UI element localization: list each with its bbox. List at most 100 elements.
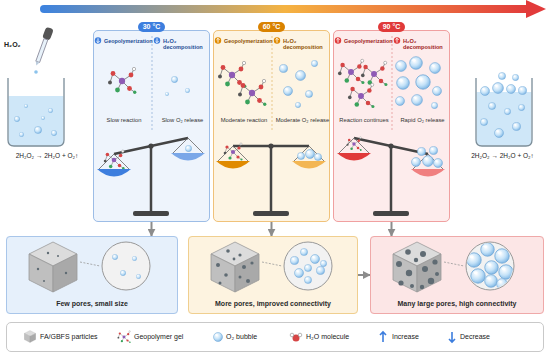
reagent-label: H₂O₂ [4, 41, 36, 49]
pore-box-3-art [396, 249, 439, 289]
panel-90-art [412, 158, 421, 167]
legend-icons [449, 332, 455, 342]
panel-30-art [171, 153, 205, 161]
temperature-badge: 60 °C [258, 22, 286, 32]
right-beaker [518, 104, 524, 110]
panel-60-art [216, 161, 250, 169]
legend-icons [214, 333, 223, 342]
pore-box-3-art [467, 253, 481, 267]
panel-90-art [394, 37, 400, 43]
legend-icons [380, 332, 386, 342]
right-beaker [518, 86, 526, 94]
pore-box-2-art [320, 260, 326, 266]
panel-90-art [348, 83, 374, 108]
pore-box-1-art [37, 268, 39, 270]
panel-90-art [417, 147, 425, 155]
panel-90-art [431, 102, 437, 108]
pore-box-3-art [396, 261, 402, 267]
pore-box-1-art [57, 255, 59, 257]
legend-entry: Geopolymer gel [134, 333, 183, 341]
panel-90-art [396, 97, 405, 106]
panel-60-art [224, 143, 243, 161]
release-caption: Rapid O₂ release [395, 117, 450, 124]
pore-structure-box: Few pores, small size [6, 236, 178, 314]
legend-entry: Increase [392, 333, 419, 341]
right-beaker [507, 85, 516, 94]
pore-box-3-art [398, 280, 403, 285]
panel-90-art [430, 63, 441, 74]
flow-arrow [391, 222, 393, 236]
pore-box-2-art [242, 265, 246, 269]
panel-90-art [338, 59, 364, 84]
pore-box-1-art [29, 242, 77, 292]
panel-90-art [423, 156, 434, 167]
right-beaker [498, 72, 505, 79]
panel-90-art [412, 95, 423, 106]
panel-60-art [268, 143, 273, 148]
release-caption: Moderate O₂ release [275, 117, 330, 124]
panel-60-art [213, 30, 330, 222]
panel-30-art [93, 30, 210, 222]
panel-60-art [279, 64, 287, 72]
droplet [34, 70, 38, 74]
panel-60-art [253, 211, 289, 216]
left-beaker [19, 132, 24, 137]
panel-60-art [274, 37, 280, 43]
left-beaker [8, 78, 64, 146]
pore-box-2-art [188, 236, 358, 314]
panel-90-art [336, 38, 339, 42]
flow-arrow [151, 222, 153, 236]
temperature-panel: 90 °CGeopolymerizationH₂O₂ decomposition… [333, 30, 450, 222]
panel-90-art [397, 77, 410, 90]
panel-30-art [104, 150, 125, 169]
legend-entry: FA/GBFS particles [40, 333, 98, 341]
legend-icons [24, 331, 36, 343]
panel-60-art [216, 38, 219, 42]
dropper [33, 27, 54, 67]
pore-box-2-art [284, 242, 332, 290]
right-beaker [512, 122, 520, 130]
release-caption: Slow O₂ release [155, 117, 210, 124]
pore-box-3-art [370, 236, 544, 314]
pore-box-1-art [6, 236, 178, 314]
flow-arrow [358, 274, 370, 276]
pore-box-3-art [422, 266, 428, 272]
legend-entry: O₂ bubble [226, 333, 257, 341]
panel-90-art [335, 37, 341, 43]
pore-box-2-art [300, 248, 307, 255]
panel-60-art [314, 153, 321, 160]
pore-box-1-art [80, 262, 100, 266]
temperature-panel: 30 °CGeopolymerizationH₂O₂ decomposition… [93, 30, 210, 222]
right-beaker [476, 72, 532, 146]
panel-90-art [434, 159, 443, 168]
structure-caption: Many large pores, high connectivity [375, 300, 539, 308]
pore-box-3-art [428, 278, 434, 284]
pore-box-2-art [238, 253, 241, 256]
panel-30-art [97, 169, 131, 177]
reaction-heading: Geopolymerization [224, 38, 273, 44]
pore-box-1-art [37, 252, 67, 282]
pore-box-3-art [499, 265, 513, 279]
pore-box-3-art [485, 261, 499, 275]
panel-90-art [396, 61, 407, 72]
pore-box-3-art [444, 262, 464, 266]
panel-60-art [284, 87, 293, 96]
legend-text: Decrease [460, 333, 490, 341]
dropper [36, 39, 48, 63]
pore-box-3-art [481, 243, 495, 257]
reaction-heading: Geopolymerization [104, 38, 153, 44]
equation: 2H₂O₂ → 2H₂O + O₂↑ [0, 152, 94, 159]
panel-30-art [171, 76, 177, 82]
structure-caption: Few pores, small size [11, 300, 173, 308]
legend-icons [290, 333, 294, 337]
pore-box-3-art [370, 236, 544, 314]
pore-box-3-art [414, 258, 418, 262]
pore-box-2-art [311, 255, 320, 264]
panel-60-art [275, 38, 278, 42]
panel-90-art [354, 138, 369, 153]
pore-box-3-art [405, 249, 411, 255]
left-beaker [9, 96, 64, 145]
right-beaker [488, 102, 495, 109]
temperature-badge: 90 °C [378, 22, 406, 32]
